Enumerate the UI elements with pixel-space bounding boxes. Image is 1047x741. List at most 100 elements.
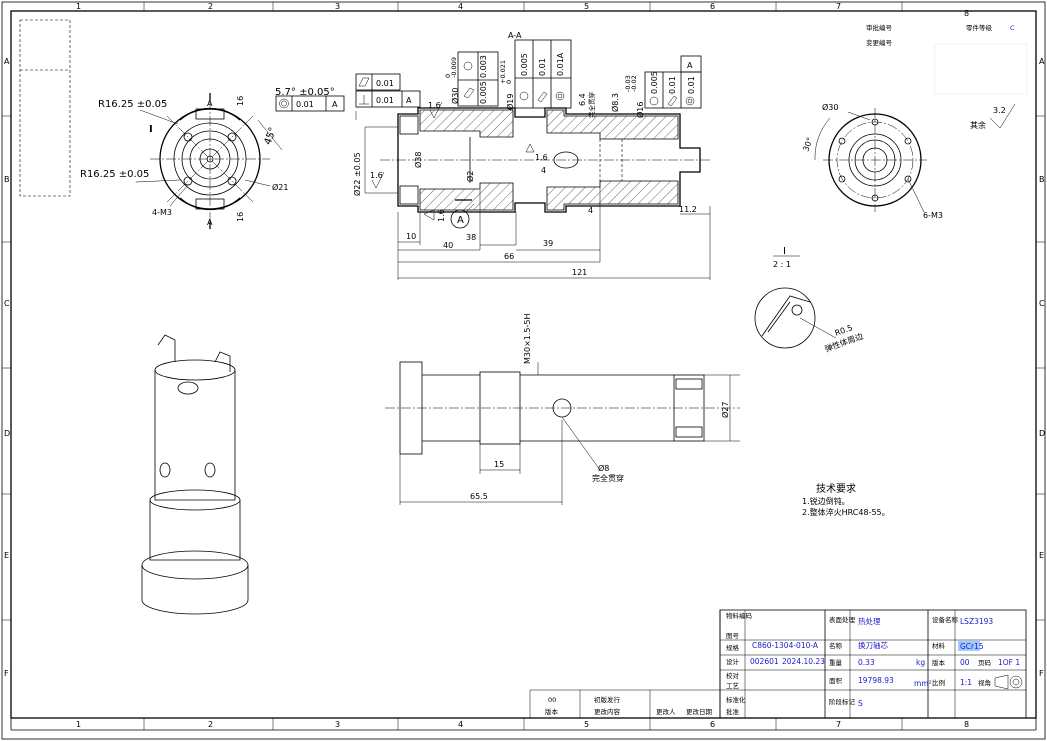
tb-scale-label: 比例: [932, 678, 945, 687]
tb-material-value: GCr15: [960, 642, 984, 651]
stamp-box: [19, 19, 71, 197]
tb-process-label: 工艺: [726, 682, 740, 690]
tb-version-label: 版本: [932, 658, 946, 667]
row-label-F-right: F: [1039, 669, 1044, 678]
dim-r16-top: R16.25 ±0.05: [98, 99, 167, 110]
fcf-concentricity-datum: A: [332, 100, 338, 109]
right-end-view: [814, 108, 927, 213]
dim-11-2: 11.2: [679, 205, 697, 214]
col-label-4: 4: [458, 2, 463, 11]
tb-check-label: 校对: [726, 671, 740, 680]
dim-d30-tol-lower: -0.009: [450, 57, 458, 78]
tb-surface-value: 热处理: [858, 616, 881, 626]
fcf-flatness-value: 0.01: [376, 79, 394, 88]
tb-area-label: 面积: [829, 676, 843, 685]
tb-stage-value: S: [858, 699, 863, 708]
d8-note: 完全贯穿: [592, 473, 624, 483]
dim-40: 40: [443, 241, 453, 250]
tb-std-label: 标准化: [726, 695, 746, 704]
dim-66: 66: [504, 252, 514, 261]
fcf-d16-datum: A: [687, 61, 693, 70]
dim-d27: Ø27: [720, 402, 730, 418]
tb-drawing-no-label: 图号: [726, 632, 740, 640]
tb-weight-unit: kg: [916, 658, 925, 667]
projection-symbol-icon: [994, 674, 1023, 690]
tb-page-value: 1OF 1: [998, 658, 1020, 667]
tb-page-label: 页码: [978, 659, 992, 667]
dim-121: 121: [572, 268, 587, 277]
row-label-D-right: D: [1039, 429, 1045, 438]
dim-angle-tolerance: 5.7° ±0.05°: [275, 87, 335, 98]
fcf-d16-c: 0.01: [687, 76, 696, 94]
dim-4-a: 4: [541, 166, 546, 175]
tb-approve-label: 批准: [726, 707, 740, 716]
tb-scale-value: 1:1: [960, 678, 972, 687]
dim-thread-m30: M30×1.5-5H: [523, 314, 532, 365]
part-grade-value: C: [1010, 24, 1015, 32]
dim-16-bottom: 16: [236, 212, 245, 222]
tb-weight-label: 重量: [829, 659, 843, 667]
dim-38: 38: [466, 233, 476, 242]
tb-material-label: 材料: [932, 641, 946, 650]
grid-labels: 1 2 3 4 5 6 7 8 1 2 3 4 5 6 7 8 A B C D …: [4, 2, 1045, 729]
approval-no-label: 审批编号: [866, 23, 893, 32]
tb-design-label: 设计: [726, 657, 740, 666]
col-label-1: 1: [76, 2, 81, 11]
col-label-2-bottom: 2: [208, 720, 213, 729]
dim-d8: Ø8: [598, 463, 609, 473]
fcf-d19: [514, 39, 572, 109]
tb-spec-label: 规格: [726, 643, 740, 652]
dim-10: 10: [406, 232, 416, 241]
col-label-1-bottom: 1: [76, 720, 81, 729]
roughness-rest-label: 其余: [970, 120, 986, 130]
tb-view-label: 视角: [978, 678, 991, 687]
rev-version-label: 版本: [545, 707, 559, 716]
fcf-perp-value: 0.01: [376, 96, 394, 105]
fcf-d16-a: 0.005: [650, 71, 659, 94]
col-label-8-bottom: 8: [964, 720, 969, 729]
col-label-5-bottom: 5: [584, 720, 589, 729]
rev-date-label: 更改日期: [686, 707, 713, 716]
col-label-6: 6: [710, 2, 715, 11]
blank-box: [934, 43, 1028, 95]
notes-line-2: 2.整体淬火HRC48-55。: [802, 507, 890, 517]
col-label-4-bottom: 4: [458, 720, 463, 729]
fcf-d30-cylindricity: 0.005: [479, 81, 488, 104]
dim-d19-tol-upper: +0.021: [499, 60, 507, 84]
left-end-view: [135, 93, 283, 229]
fcf-concentricity-value: 0.01: [296, 100, 314, 109]
tb-area-unit: mm²: [914, 679, 932, 688]
tb-area-value: 19798.93: [858, 676, 894, 685]
col-label-2: 2: [208, 2, 213, 11]
front-view: [385, 361, 740, 505]
fcf-d19-a: 0.005: [520, 53, 529, 76]
tb-date: 2024.10.23: [782, 657, 825, 666]
row-label-D: D: [4, 429, 10, 438]
dim-d16: Ø16: [635, 102, 645, 118]
dim-d38: Ø38: [413, 152, 423, 168]
row-label-C-right: C: [1039, 299, 1045, 308]
section-mark-a-bottom: A: [207, 218, 213, 227]
detail-i-view: [754, 287, 837, 349]
fcf-perp-datum: A: [406, 96, 412, 105]
detail-scale: 2 : 1: [773, 260, 791, 269]
col-label-7-bottom: 7: [836, 720, 841, 729]
roughness-1-6-b: 1.6: [370, 171, 383, 180]
tb-device-value: LSZ3193: [960, 617, 993, 626]
roughness-3-2: 3.2: [993, 106, 1006, 115]
row-label-B: B: [4, 175, 10, 184]
col-label-3: 3: [335, 2, 340, 11]
col-label-5: 5: [584, 2, 589, 11]
dim-d8-3: Ø8.3: [610, 93, 620, 112]
fcf-d16: [644, 55, 702, 109]
dim-39: 39: [543, 239, 553, 248]
tb-stage-label: 阶段标记: [829, 697, 856, 706]
detail-label-I: I: [783, 246, 786, 257]
tb-weight-value: 0.33: [858, 658, 875, 667]
dim-d16-tol-upper: -0.03: [624, 75, 632, 92]
dim-hole-6-4: 6.4: [578, 93, 587, 106]
col-label-8: 8: [964, 9, 969, 18]
row-label-E: E: [4, 551, 9, 560]
tb-version-value: 00: [960, 658, 970, 667]
